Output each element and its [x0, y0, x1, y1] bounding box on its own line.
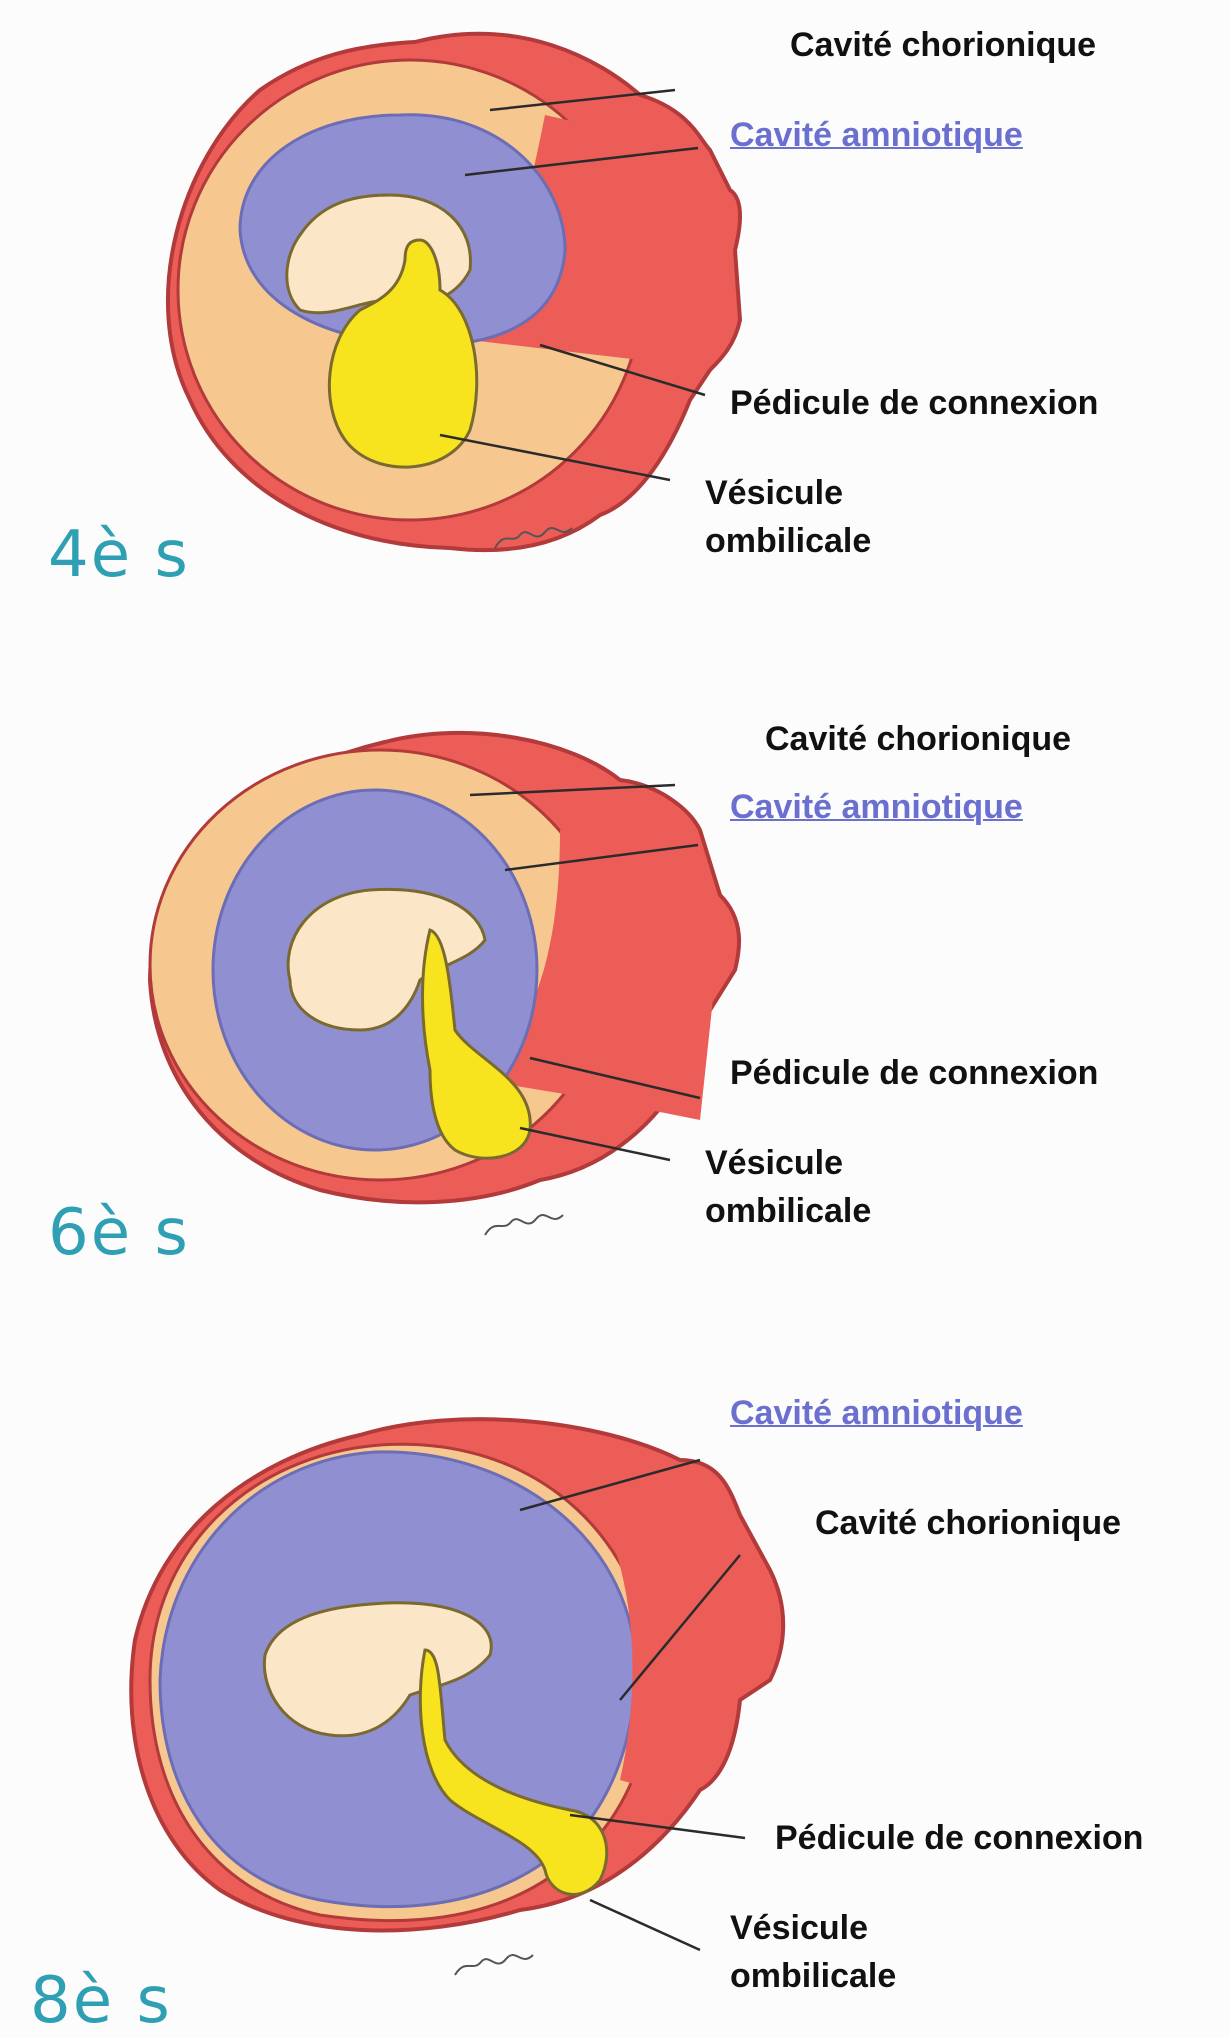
- label-chorionic-cavity: Cavité chorionique: [765, 720, 1072, 758]
- leader-lines: [469, 783, 701, 1162]
- panel-week-6: Cavité chorionique Cavité amniotique Péd…: [0, 680, 1229, 1352]
- stage-label-week-6: 6è s: [48, 1196, 190, 1270]
- connecting-stalk-mass: [590, 1470, 740, 1800]
- label-amniotic-cavity[interactable]: Cavité amniotique: [730, 116, 1023, 154]
- panel-week-8: Cavité amniotique Cavité chorionique Péd…: [0, 1360, 1229, 2036]
- embryo-diagram-week-8: [129, 1417, 786, 1976]
- embryo-diagram-week-4: [165, 31, 743, 553]
- label-chorionic-cavity: Cavité chorionique: [815, 1504, 1122, 1542]
- stage-label-week-8: 8è s: [30, 1964, 172, 2038]
- leader-lines: [439, 88, 706, 482]
- embryo: [286, 887, 487, 1032]
- label-yolk-sac-line1: Vésicule: [705, 474, 843, 512]
- artist-signature: [484, 1214, 564, 1236]
- leader-lines: [519, 1458, 746, 1952]
- embryo: [262, 1601, 493, 1738]
- yolk-sac: [421, 928, 532, 1160]
- artist-signature: [454, 1954, 534, 1976]
- label-yolk-sac-line1: Vésicule: [705, 1144, 843, 1182]
- label-yolk-sac-line1: Vésicule: [730, 1909, 868, 1947]
- yolk-sac: [418, 1648, 609, 1896]
- artist-signature: [494, 527, 573, 549]
- stage-label-week-4: 4è s: [48, 518, 190, 592]
- label-yolk-sac-line2: ombilicale: [730, 1957, 897, 1995]
- label-yolk-sac-line2: ombilicale: [705, 1192, 872, 1230]
- panel-week-4: Cavité chorionique Cavité amniotique Péd…: [0, 0, 1229, 672]
- label-amniotic-cavity[interactable]: Cavité amniotique: [730, 1394, 1023, 1432]
- label-connecting-stalk: Pédicule de connexion: [775, 1819, 1144, 1857]
- label-amniotic-cavity[interactable]: Cavité amniotique: [730, 788, 1023, 826]
- label-connecting-stalk: Pédicule de connexion: [730, 384, 1099, 422]
- yolk-sac: [327, 238, 479, 469]
- label-chorionic-cavity: Cavité chorionique: [790, 26, 1097, 64]
- label-connecting-stalk: Pédicule de connexion: [730, 1054, 1099, 1092]
- embryo-diagram-week-6: [147, 731, 742, 1236]
- label-yolk-sac-line2: ombilicale: [705, 522, 872, 560]
- connecting-stalk-mass: [480, 820, 715, 1120]
